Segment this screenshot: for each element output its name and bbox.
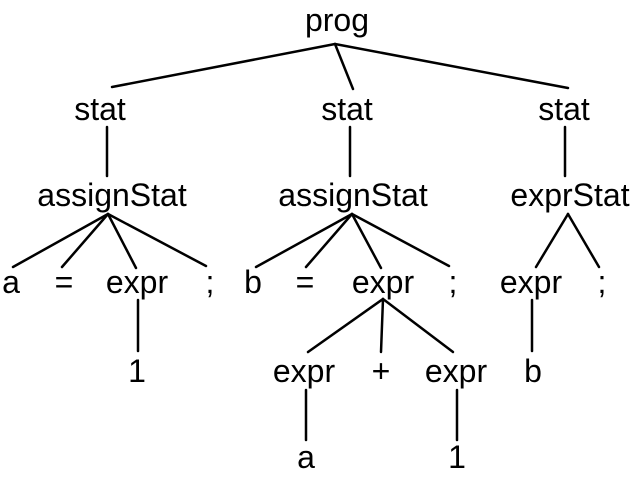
edge-assignstat2-semi: [350, 212, 451, 268]
node-terminal-b-2: b: [524, 353, 542, 389]
node-terminal-a-1: a: [2, 264, 20, 300]
tree-edges: [11, 42, 601, 442]
node-stat-2: stat: [321, 91, 373, 127]
node-stat-3: stat: [538, 91, 590, 127]
node-terminal-eq-1: =: [55, 264, 74, 300]
node-terminal-1-1: 1: [128, 353, 146, 389]
node-terminal-semi-2: ;: [449, 264, 458, 300]
node-stat-1: stat: [74, 91, 126, 127]
edge-assignstat2-b: [254, 212, 354, 269]
node-exprstat: exprStat: [510, 177, 629, 213]
node-terminal-1-2: 1: [448, 439, 466, 475]
edge-assignstat1-a: [11, 212, 110, 269]
edge-prog-stat1: [110, 42, 337, 89]
node-expr-1: expr: [106, 264, 169, 300]
edge-prog-stat2: [333, 42, 355, 91]
edge-prog-stat3: [333, 42, 570, 90]
node-terminal-b-1: b: [244, 264, 262, 300]
edge-exprstat-expr: [534, 212, 570, 269]
node-assignstat-1: assignStat: [37, 177, 187, 213]
node-terminal-semi-1: ;: [206, 264, 215, 300]
node-expr-left: expr: [273, 353, 336, 389]
node-expr-2: expr: [352, 264, 415, 300]
node-terminal-eq-2: =: [296, 264, 315, 300]
edge-expr2-exprright: [381, 297, 455, 354]
node-prog: prog: [305, 2, 369, 38]
node-terminal-plus: +: [372, 353, 391, 389]
edge-assignstat1-expr: [106, 212, 138, 270]
edge-exprstat-semi: [566, 212, 601, 269]
edge-assignstat1-semi: [106, 212, 208, 268]
node-expr-3: expr: [500, 264, 563, 300]
node-terminal-semi-3: ;: [598, 264, 607, 300]
tree-nodes: prog stat stat stat assignStat assignSta…: [2, 2, 630, 475]
edge-assignstat1-eq: [60, 212, 110, 269]
edge-expr2-exprleft: [306, 297, 385, 354]
node-terminal-a-2: a: [297, 439, 315, 475]
node-assignstat-2: assignStat: [278, 177, 428, 213]
node-expr-right: expr: [425, 353, 488, 389]
edge-assignstat2-eq: [304, 212, 354, 269]
edge-assignstat2-expr: [350, 212, 383, 270]
edge-expr2-plus: [379, 297, 385, 354]
